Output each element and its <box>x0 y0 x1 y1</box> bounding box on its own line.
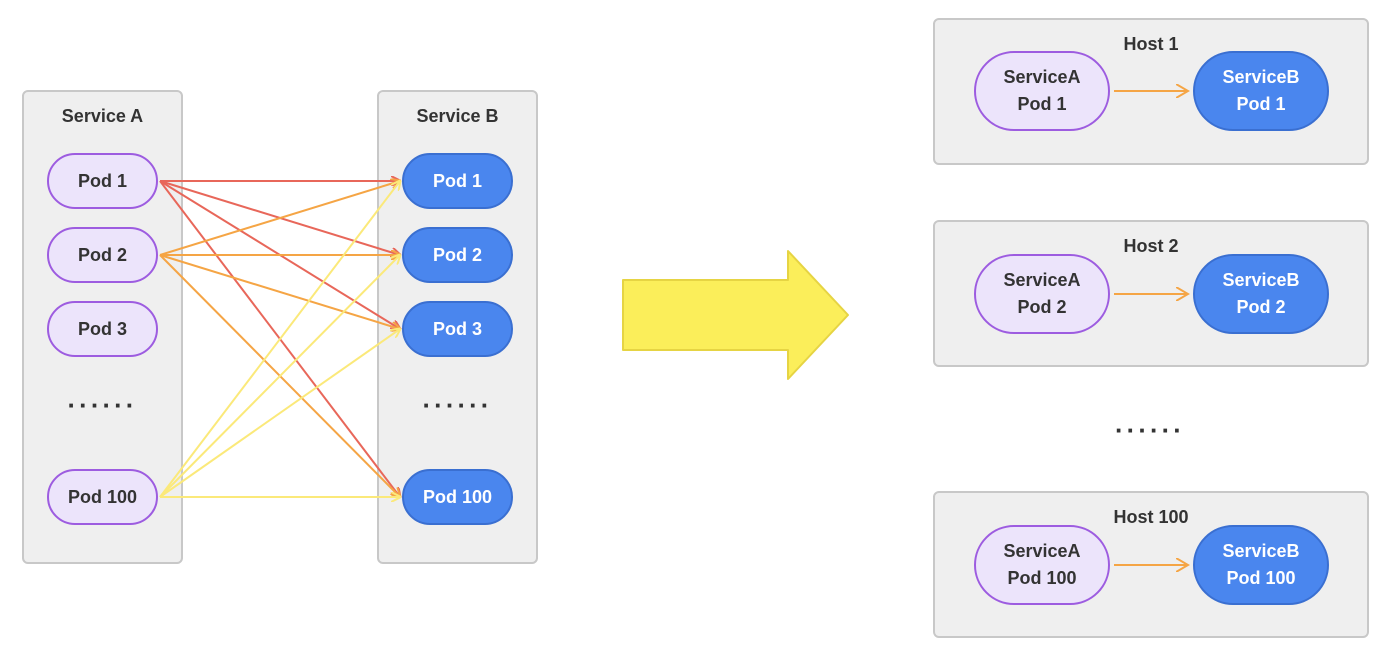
host-1-title: Host 1 <box>1123 34 1179 54</box>
host-2-title: Host 2 <box>1123 236 1179 256</box>
service-a-ellipsis: ······ <box>67 390 138 420</box>
service-a-title: Service A <box>61 106 144 126</box>
service-a-pod-2[interactable]: Pod 2 <box>47 227 158 283</box>
host-1-service-b-pod[interactable]: ServiceB Pod 1 <box>1193 51 1329 131</box>
service-b-title: Service B <box>416 106 499 126</box>
host-100-service-b-pod[interactable]: ServiceB Pod 100 <box>1193 525 1329 605</box>
edge-pod100-to-pod2 <box>159 255 400 498</box>
edge-pod2-to-pod1 <box>159 181 400 256</box>
edges-from-pod-100 <box>159 181 400 498</box>
service-b-pod-2[interactable]: Pod 2 <box>402 227 513 283</box>
transition-arrow <box>622 250 849 380</box>
edge-pod100-to-pod1 <box>159 181 400 498</box>
host-1-service-a-pod[interactable]: ServiceA Pod 1 <box>974 51 1110 131</box>
service-b-pod-100[interactable]: Pod 100 <box>402 469 513 525</box>
host-edges <box>1114 91 1188 565</box>
service-a-pod-1[interactable]: Pod 1 <box>47 153 158 209</box>
edge-pod2-to-pod3 <box>159 254 400 329</box>
service-b-ellipsis: ······ <box>422 390 493 420</box>
service-b-pod-3[interactable]: Pod 3 <box>402 301 513 357</box>
host-100-title: Host 100 <box>1113 507 1189 527</box>
service-b-pod-1[interactable]: Pod 1 <box>402 153 513 209</box>
service-a-pod-3[interactable]: Pod 3 <box>47 301 158 357</box>
host-2-service-b-pod[interactable]: ServiceB Pod 2 <box>1193 254 1329 334</box>
service-a-pod-100[interactable]: Pod 100 <box>47 469 158 525</box>
edge-pod100-to-pod3 <box>159 329 400 498</box>
host-100-service-a-pod[interactable]: ServiceA Pod 100 <box>974 525 1110 605</box>
host-2-service-a-pod[interactable]: ServiceA Pod 2 <box>974 254 1110 334</box>
hosts-ellipsis: ······ <box>1115 415 1185 445</box>
